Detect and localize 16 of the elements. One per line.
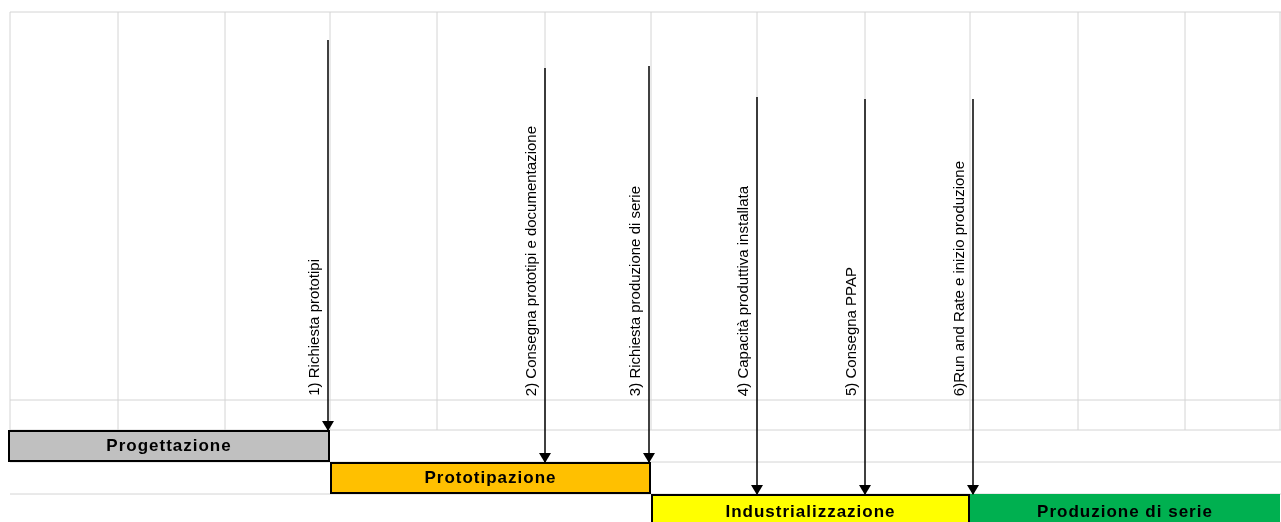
arrow <box>859 98 871 495</box>
edge-label: 4) Capacità produttiva installata <box>734 185 752 396</box>
phase-bar: Produzione di serie <box>970 494 1280 522</box>
arrow <box>967 98 979 495</box>
edge-label: 3) Richiesta produzione di serie <box>626 185 644 396</box>
arrow <box>322 39 334 431</box>
arrow <box>751 96 763 495</box>
edge-label: 5) Consegna PPAP <box>842 267 860 396</box>
phase-bar: Prototipazione <box>330 462 651 494</box>
edge-label: 2) Consegna prototipi e documentazione <box>522 125 540 396</box>
edge-label: 1) Richiesta prototipi <box>305 259 323 396</box>
edge-label: 6)Run and Rate e inizio produzione <box>950 160 968 396</box>
phase-bar: Industrializzazione <box>651 494 970 522</box>
phase-bar: Progettazione <box>8 430 330 462</box>
arrow <box>539 67 551 463</box>
arrow <box>643 65 655 463</box>
